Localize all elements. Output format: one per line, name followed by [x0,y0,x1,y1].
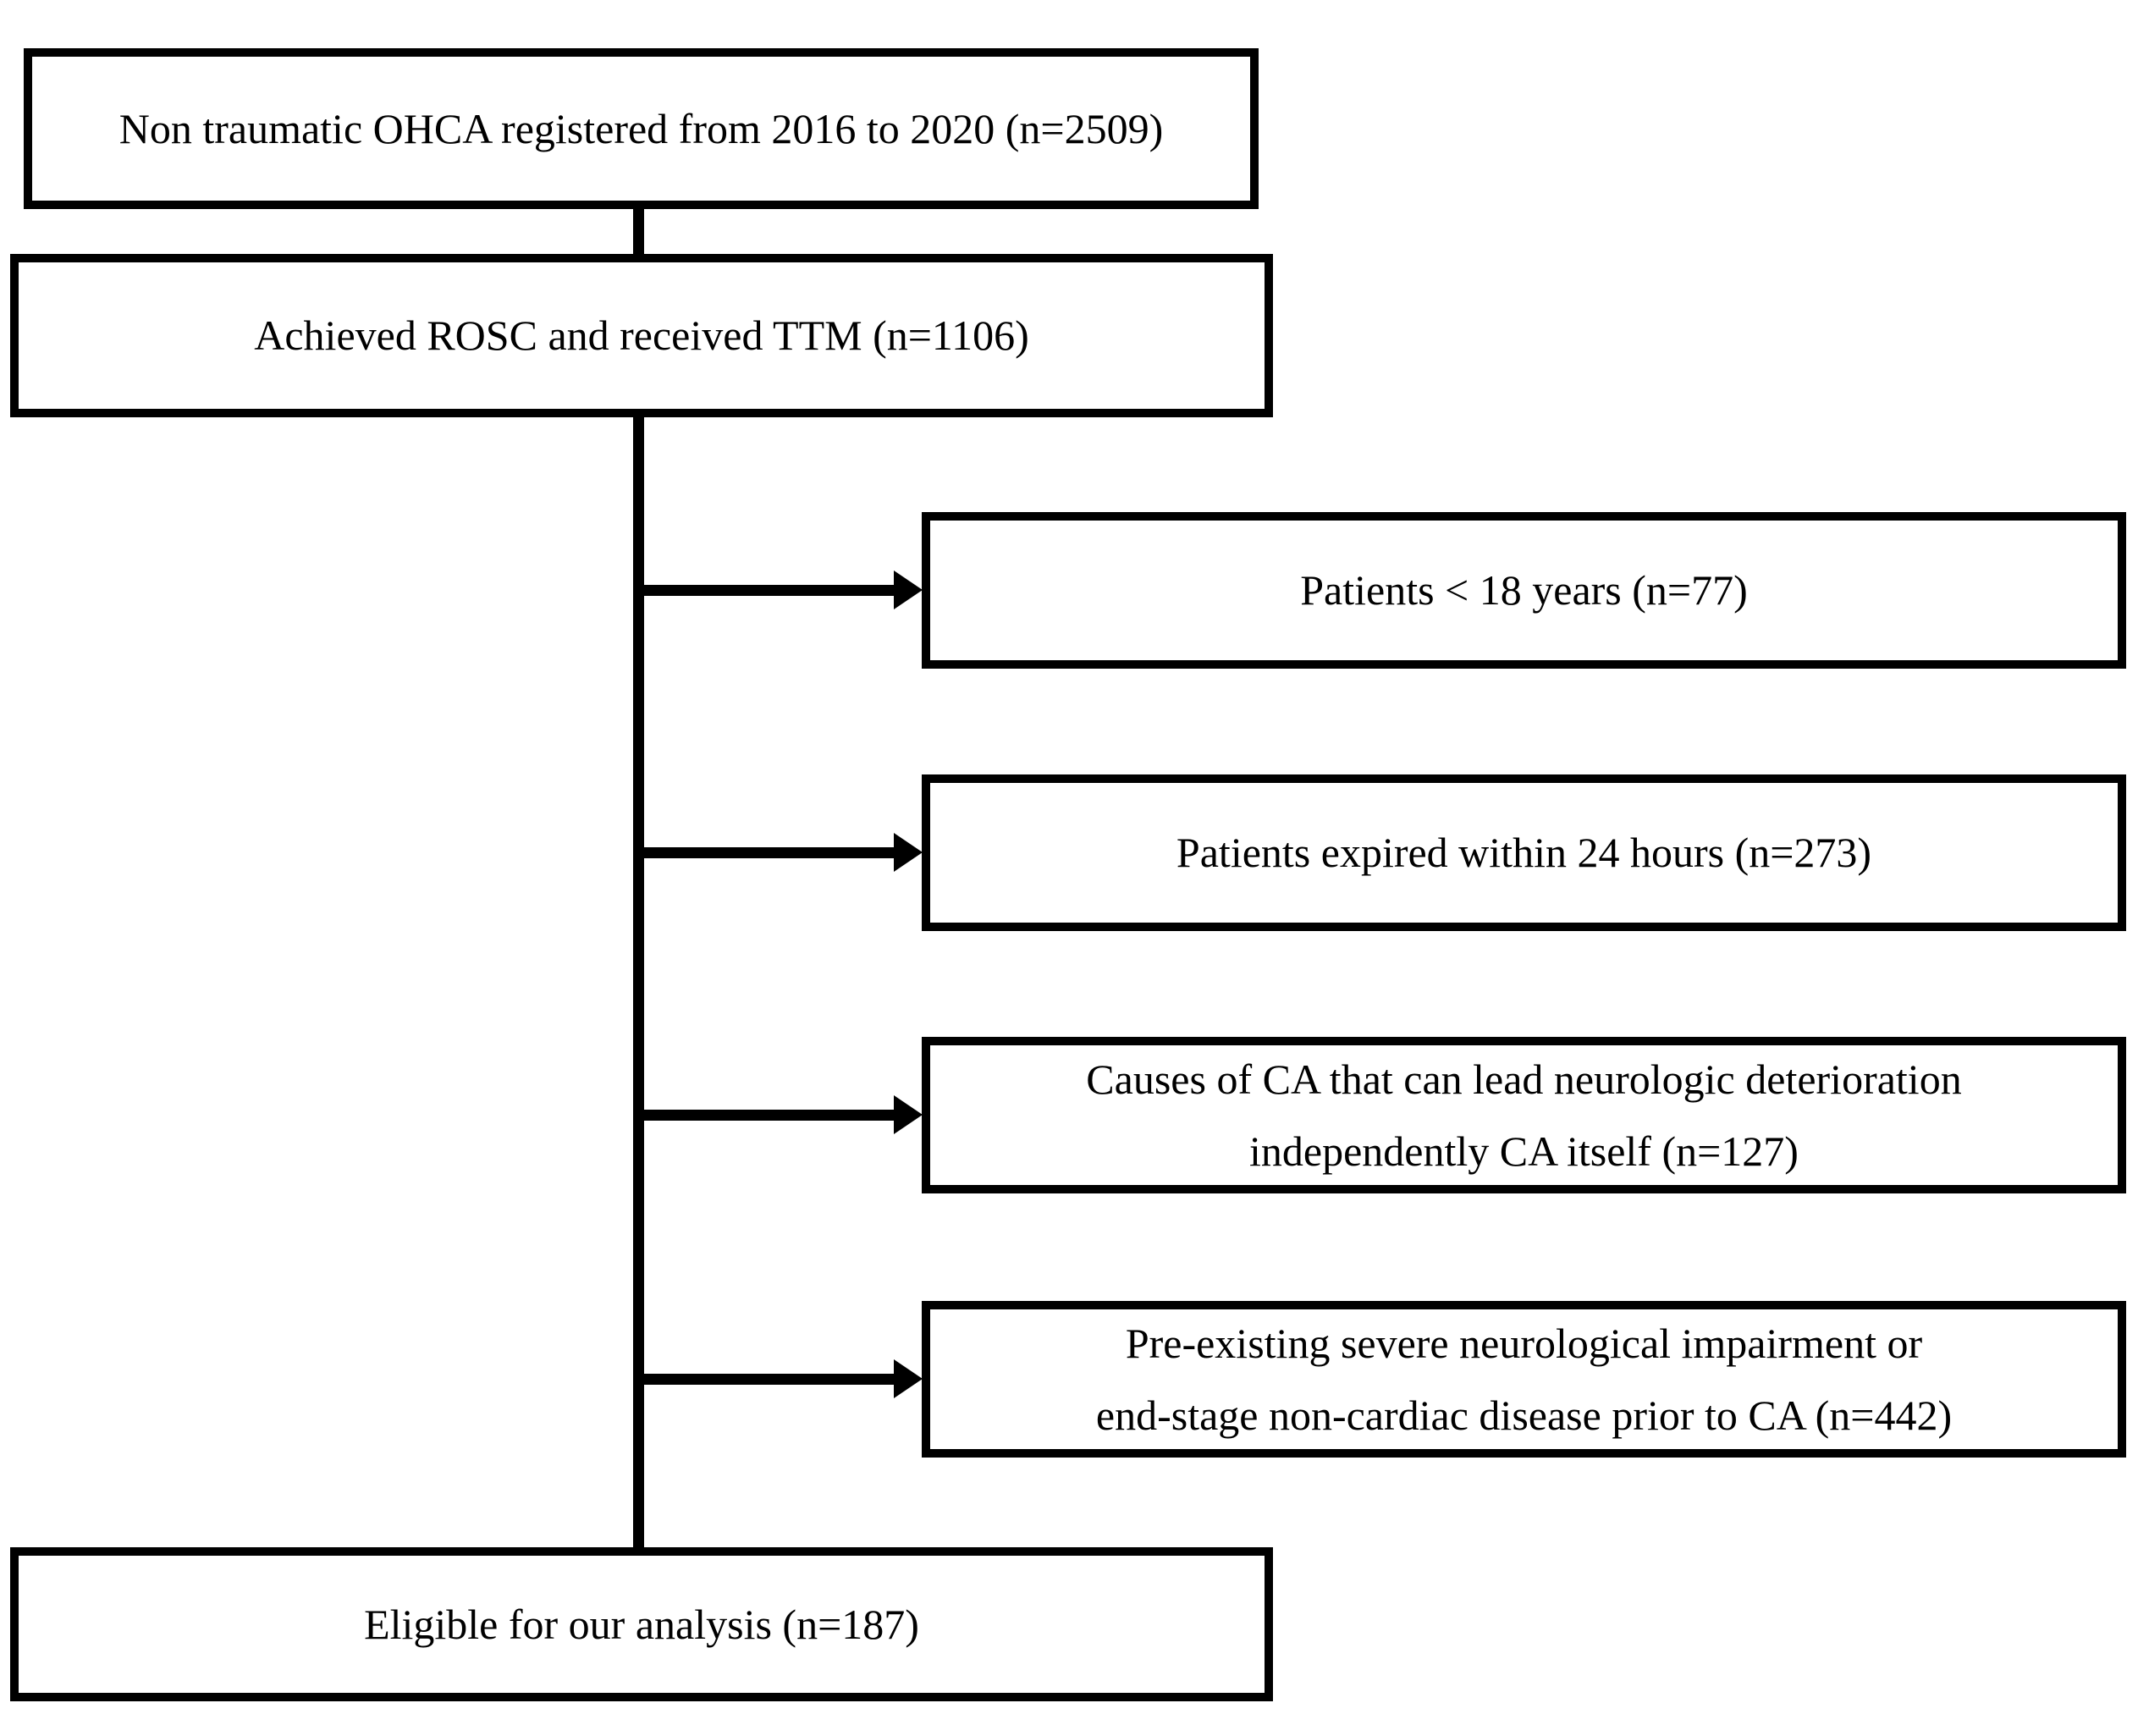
arrow-right-icon [894,1095,923,1134]
arrow-right-icon [894,570,923,609]
node-excluded-preexisting: Pre-existing severe neurological impairm… [922,1301,2126,1458]
node-rosc-ttm: Achieved ROSC and received TTM (n=1106) [10,254,1273,417]
node-registered: Non traumatic OHCA registered from 2016 … [24,48,1259,209]
node-excluded-expired-label: Patients expired within 24 hours (n=273) [1176,829,1872,876]
node-registered-label: Non traumatic OHCA registered from 2016 … [118,104,1164,152]
node-excluded-age-label: Patients < 18 years (n=77) [1300,566,1748,614]
node-eligible-label: Eligible for our analysis (n=187) [364,1600,919,1648]
node-excluded-age: Patients < 18 years (n=77) [922,512,2126,669]
node-excluded-expired: Patients expired within 24 hours (n=273) [922,774,2126,931]
connector-branch-age [639,585,898,596]
node-excluded-causes: Causes of CA that can lead neurologic de… [922,1037,2126,1193]
connector-branch-causes [639,1110,898,1121]
connector-registered-to-rosc [633,207,644,256]
arrow-right-icon [894,833,923,872]
connector-branch-expired [639,847,898,858]
node-excluded-preexisting-line1: Pre-existing severe neurological impairm… [1125,1319,1923,1367]
connector-trunk [633,416,644,1550]
node-eligible: Eligible for our analysis (n=187) [10,1547,1273,1701]
node-rosc-ttm-label: Achieved ROSC and received TTM (n=1106) [254,311,1029,359]
node-excluded-causes-line2: independently CA itself (n=127) [1249,1127,1799,1175]
node-excluded-preexisting-line2: end-stage non-cardiac disease prior to C… [1095,1391,1953,1439]
arrow-right-icon [894,1359,923,1398]
node-excluded-causes-line1: Causes of CA that can lead neurologic de… [1086,1055,1962,1103]
connector-branch-preexisting [639,1374,898,1385]
